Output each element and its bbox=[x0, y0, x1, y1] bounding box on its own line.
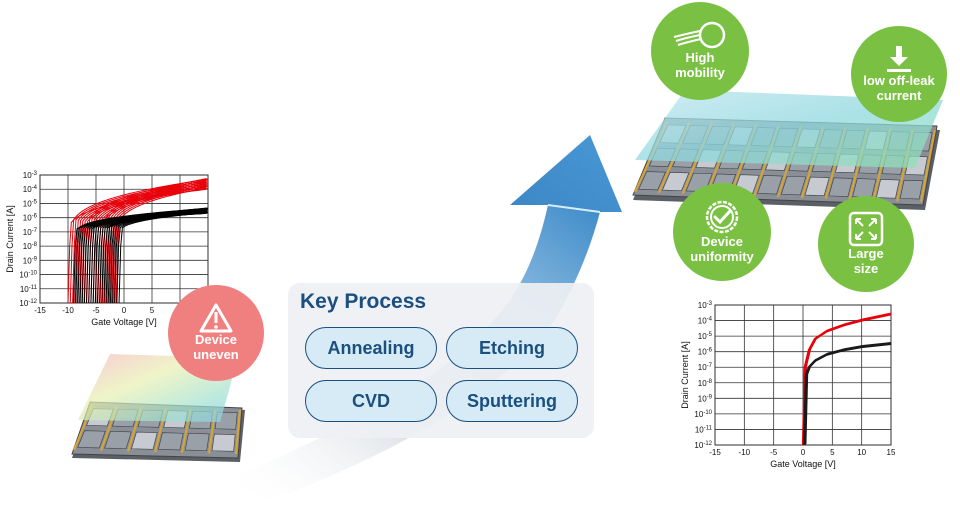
device-cell bbox=[131, 431, 158, 450]
y-tick-label: 10-11 bbox=[20, 285, 38, 294]
transfer-curve bbox=[804, 341, 891, 445]
badge-high-mobility: High mobility bbox=[651, 2, 749, 100]
x-tick-label: -15 bbox=[709, 448, 721, 457]
curves bbox=[67, 178, 208, 303]
device-cell bbox=[77, 430, 106, 449]
x-tick-label: 10 bbox=[857, 448, 866, 457]
y-tick-label: 10-7 bbox=[698, 363, 713, 372]
badge-line2: uneven bbox=[193, 347, 239, 362]
device-array-uneven bbox=[71, 354, 245, 462]
expand-arrows-icon bbox=[848, 211, 884, 247]
transfer-curve bbox=[113, 185, 207, 303]
y-tick-label: 10-10 bbox=[19, 271, 37, 280]
x-tick-label: 5 bbox=[830, 448, 835, 457]
device-cell bbox=[780, 175, 807, 196]
arrow-head bbox=[510, 135, 622, 212]
transfer-curve bbox=[106, 181, 206, 303]
transfer-curve bbox=[111, 184, 208, 303]
transfer-curve bbox=[108, 182, 208, 303]
transfer-curve bbox=[114, 210, 208, 303]
device-cell bbox=[828, 177, 853, 197]
x-tick-label: 0 bbox=[801, 448, 806, 457]
x-tick-label: 0 bbox=[122, 306, 127, 315]
badge-line2: current bbox=[876, 88, 922, 103]
x-axis-label: Gate Voltage [V] bbox=[91, 317, 157, 327]
device-cell bbox=[876, 179, 900, 199]
y-tick-label: 10-5 bbox=[698, 332, 713, 341]
badge-device-uneven: Device uneven bbox=[168, 285, 264, 381]
transfer-curve bbox=[101, 178, 207, 303]
badge-line1: Large bbox=[848, 246, 884, 262]
x-tick-label: -5 bbox=[92, 306, 100, 315]
y-tick-label: 10-12 bbox=[19, 299, 37, 308]
transfer-chart-before: -15-10-505101510-1210-1110-1010-910-810-… bbox=[5, 171, 213, 327]
device-cell bbox=[899, 179, 924, 200]
device-cell bbox=[757, 175, 783, 195]
transfer-curve bbox=[803, 312, 891, 445]
device-cell bbox=[804, 176, 830, 197]
y-axis-label: Drain Current [A] bbox=[680, 341, 690, 409]
badge-low-off-leak: low off-leak current bbox=[851, 26, 947, 122]
y-tick-label: 10-12 bbox=[694, 441, 712, 450]
x-tick-label: 5 bbox=[150, 306, 155, 315]
y-tick-label: 10-4 bbox=[23, 185, 38, 194]
transfer-curve bbox=[107, 208, 207, 303]
transfer-curve bbox=[116, 211, 208, 303]
y-tick-label: 10-11 bbox=[695, 425, 713, 434]
down-arrow-to-line-icon bbox=[887, 46, 911, 73]
badge-line2: size bbox=[853, 261, 879, 276]
gate-line bbox=[920, 129, 936, 203]
x-axis-label: Gate Voltage [V] bbox=[770, 459, 836, 469]
x-tick-label: -5 bbox=[770, 448, 778, 457]
transfer-curve bbox=[115, 187, 207, 303]
process-etching: Etching bbox=[446, 327, 578, 369]
curves bbox=[801, 312, 891, 445]
y-tick-label: 10-3 bbox=[698, 301, 713, 310]
badge-device-uniformity: Device uniformity bbox=[673, 183, 771, 281]
y-tick-label: 10-9 bbox=[698, 394, 713, 403]
badge-line1: Device bbox=[701, 234, 743, 250]
y-axis-label: Drain Current [A] bbox=[5, 205, 15, 273]
badge-line2: uniformity bbox=[690, 249, 754, 264]
device-cell bbox=[104, 431, 132, 449]
speeding-ball-icon bbox=[673, 21, 726, 49]
y-tick-label: 10-3 bbox=[23, 171, 38, 180]
transfer-chart-after: -15 -10 -5 0 5 10 15 10-12 10-11 10-10 10-9 10-8 10-… bbox=[680, 301, 896, 469]
transfer-curve bbox=[105, 207, 208, 303]
x-tick-label: -15 bbox=[34, 306, 46, 315]
y-tick-label: 10-8 bbox=[23, 242, 38, 251]
transfer-curve bbox=[104, 179, 207, 303]
check-seal-icon bbox=[705, 200, 739, 234]
y-tick-label: 10-6 bbox=[23, 214, 38, 223]
device-cell bbox=[661, 172, 690, 192]
badge-line1: High bbox=[685, 50, 715, 66]
y-tick-label: 10-10 bbox=[694, 410, 712, 419]
key-process-title: Key Process bbox=[300, 290, 427, 313]
device-cell bbox=[638, 171, 666, 191]
badge-line1: low off-leak bbox=[863, 73, 935, 89]
transfer-curve bbox=[118, 212, 207, 303]
device-cell bbox=[211, 433, 236, 452]
process-cvd: CVD bbox=[305, 380, 437, 422]
device-cell bbox=[157, 432, 184, 451]
x-tick-label: -10 bbox=[739, 448, 751, 457]
transfer-curve bbox=[109, 209, 207, 303]
y-tick-label: 10-5 bbox=[23, 199, 38, 208]
badge-line1: Device bbox=[195, 332, 237, 348]
y-tick-label: 10-4 bbox=[698, 317, 713, 326]
x-tick-label: 15 bbox=[887, 448, 896, 457]
badge-large-size: Large size bbox=[818, 196, 914, 292]
process-annealing: Annealing bbox=[305, 327, 437, 369]
y-tick-label: 10-8 bbox=[698, 379, 713, 388]
process-sputtering: Sputtering bbox=[446, 380, 578, 422]
y-tick-label: 10-9 bbox=[23, 256, 38, 265]
y-tick-label: 10-6 bbox=[698, 348, 713, 357]
badge-line2: mobility bbox=[675, 65, 725, 80]
device-cell bbox=[184, 433, 210, 451]
x-tick-label: -10 bbox=[62, 306, 74, 315]
y-tick-label: 10-7 bbox=[23, 228, 38, 237]
warning-icon bbox=[199, 303, 233, 333]
gate-line bbox=[235, 409, 241, 455]
transfer-curve bbox=[112, 210, 206, 303]
